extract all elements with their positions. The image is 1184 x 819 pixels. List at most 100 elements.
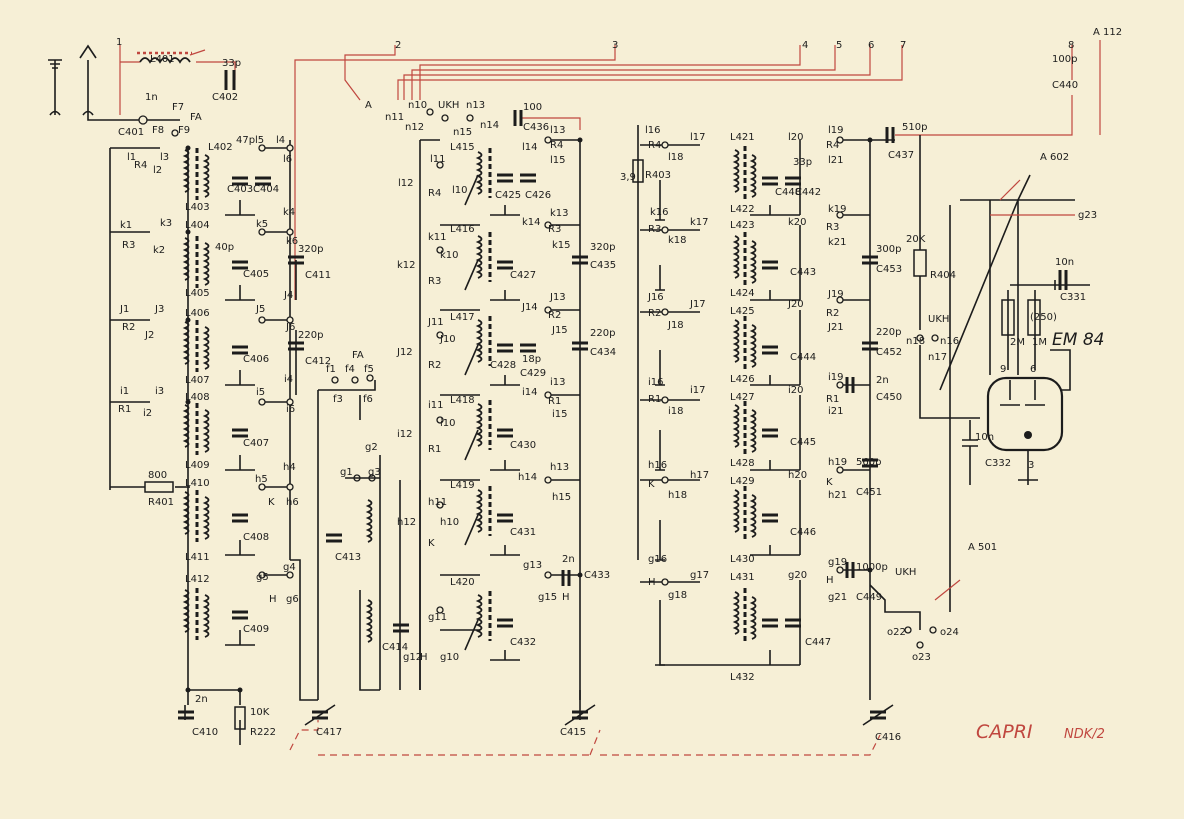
label-ukh-right: UKH <box>928 314 949 325</box>
middle-coils <box>464 148 492 651</box>
middle-rails <box>419 139 581 720</box>
label-n10: n10 <box>408 100 427 111</box>
antenna-input <box>48 44 180 121</box>
label-300p: 300p <box>876 244 901 255</box>
pin-l4: l4 <box>276 135 285 146</box>
conn-a501: A 501 <box>968 542 997 553</box>
label-r401: R401 <box>148 497 174 508</box>
pin-labels: l1 l2 l3 l4 l5 l6 R4 k1 k2 k3 k4 k5 k6 R… <box>118 125 959 663</box>
label-l415: L415 <box>450 142 475 153</box>
label-c436-value: 100 <box>523 102 542 113</box>
pin-j2: J2 <box>144 330 154 341</box>
pin-r4-left: R4 <box>134 160 147 171</box>
label-c401: C401 <box>118 127 144 138</box>
em84-tube <box>939 174 1090 485</box>
pin-j18: J18 <box>667 320 684 331</box>
label-r404: R404 <box>930 270 956 281</box>
label-l421: L421 <box>730 132 755 143</box>
label-3-9: 3,9 <box>620 172 636 183</box>
label-10n-top: 10n <box>1055 257 1074 268</box>
right-caps <box>762 127 895 628</box>
label-r403: R403 <box>645 170 671 181</box>
label-c417: C417 <box>316 727 342 738</box>
label-c403: C403 <box>227 184 253 195</box>
label-2n-mid: 2n <box>562 554 575 565</box>
pin-g6: g6 <box>286 594 299 605</box>
pin-l3: l3 <box>160 152 169 163</box>
label-c416: C416 <box>875 732 901 743</box>
label-510p: 510p <box>902 122 927 133</box>
label-l405: L405 <box>185 288 210 299</box>
pin-l10: l10 <box>452 185 468 196</box>
pin-i4: i4 <box>284 374 293 385</box>
terminal-1: 1 <box>116 37 122 48</box>
label-c407: C407 <box>243 438 269 449</box>
label-l409: L409 <box>185 460 210 471</box>
pin-f6: f6 <box>363 394 373 405</box>
terminal-4: 4 <box>802 40 808 51</box>
title-name: CAPRI <box>976 721 1033 743</box>
label-18p: 18p <box>522 354 541 365</box>
middle-caps <box>497 110 588 628</box>
label-c410: C410 <box>192 727 218 738</box>
label-c411: C411 <box>305 270 331 281</box>
label-1n: 1n <box>145 92 158 103</box>
pin-j17: J17 <box>689 299 706 310</box>
pin-h14: h14 <box>518 472 537 483</box>
label-l427: L427 <box>730 392 755 403</box>
pin-i12: i12 <box>397 429 413 440</box>
ukh-bottom-switch <box>904 579 961 649</box>
label-l426: L426 <box>730 374 755 385</box>
pin-k3: k3 <box>160 218 172 229</box>
pin-r3-mid-right: R3 <box>548 224 561 235</box>
label-c452: C452 <box>876 347 902 358</box>
pin-g19: g19 <box>828 557 847 568</box>
tuning-gang-link <box>289 720 881 756</box>
pin-l12: l12 <box>398 178 414 189</box>
conn-g23: g23 <box>1078 210 1097 221</box>
label-l408: L408 <box>185 392 210 403</box>
pin-k19: k19 <box>828 204 847 215</box>
label-c433: C433 <box>584 570 610 581</box>
label-o22: o22 <box>887 627 906 638</box>
pin-k15: k15 <box>552 240 571 251</box>
label-n15: n15 <box>453 127 472 138</box>
pin-k13: k13 <box>550 208 569 219</box>
pin-k21: k21 <box>828 237 847 248</box>
label-c444: C444 <box>790 352 816 363</box>
pin-l17: l17 <box>690 132 706 143</box>
tube-pin-6: 6 <box>1030 364 1036 375</box>
label-fa-mid: FA <box>352 350 364 361</box>
label-c428: C428 <box>490 360 516 371</box>
left-resistors <box>144 481 246 730</box>
pin-n17: n17 <box>928 352 947 363</box>
pin-k11: k11 <box>428 232 447 243</box>
ukh-right-switch <box>913 135 980 419</box>
right-rails <box>637 125 951 700</box>
pin-j3: J3 <box>154 304 164 315</box>
label-c430: C430 <box>510 440 536 451</box>
label-c434: C434 <box>590 347 616 358</box>
pin-l20: l20 <box>788 132 804 143</box>
pin-i17: i17 <box>690 385 706 396</box>
pin-l1: l1 <box>127 152 136 163</box>
label-220p-mid: 220p <box>590 328 615 339</box>
pin-g21: g21 <box>828 592 847 603</box>
pin-r2-right: R2 <box>648 308 661 319</box>
pin-g1: g1 <box>340 467 353 478</box>
label-l406: L406 <box>185 308 210 319</box>
label-10n-bottom: 10n <box>975 432 994 443</box>
label-ukh-top: UKH <box>438 100 459 111</box>
pin-j11: J11 <box>427 317 444 328</box>
title-block: CAPRI NDK/2 <box>976 721 1105 743</box>
label-c435: C435 <box>590 260 616 271</box>
pin-r1-mid-right: R1 <box>548 396 561 407</box>
pin-r1-left: R1 <box>118 404 131 415</box>
pin-h-mid: H <box>420 652 428 663</box>
title-model: NDK/2 <box>1064 727 1105 742</box>
pin-l16: l16 <box>645 125 661 136</box>
label-o23: o23 <box>912 652 931 663</box>
label-f9: F9 <box>178 125 190 136</box>
